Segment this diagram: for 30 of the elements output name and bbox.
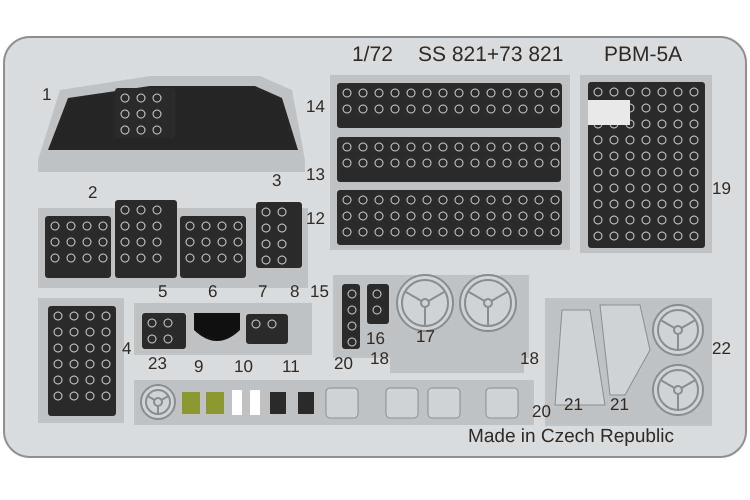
part-number: 14 xyxy=(306,98,325,115)
part-number: 18 xyxy=(370,350,389,367)
part-number: 12 xyxy=(306,210,325,227)
origin-note: Made in Czech Republic xyxy=(468,427,674,446)
title-text: SS 821+73 821 xyxy=(418,44,564,65)
part-number: 18 xyxy=(520,350,539,367)
part-number: 2 xyxy=(88,184,98,201)
part-number: 6 xyxy=(208,283,218,300)
part-number: 21 xyxy=(610,396,629,413)
part-number: 7 xyxy=(258,283,268,300)
part-number: 20 xyxy=(334,355,353,372)
part-number: 11 xyxy=(282,358,300,375)
part-number: 8 xyxy=(290,283,300,300)
part-number: 9 xyxy=(194,358,204,375)
part-number: 3 xyxy=(272,172,282,189)
title-text: PBM-5A xyxy=(604,44,682,65)
part-number: 1 xyxy=(42,86,52,103)
part-number: 10 xyxy=(234,358,253,375)
title-text: 1/72 xyxy=(352,44,393,65)
part-number: 20 xyxy=(532,403,551,420)
part-number: 21 xyxy=(564,396,583,413)
part-number: 5 xyxy=(158,283,168,300)
part-number: 19 xyxy=(712,180,731,197)
part-number: 13 xyxy=(306,166,325,183)
part-number: 15 xyxy=(310,283,329,300)
part-number: 4 xyxy=(122,340,132,357)
part-number: 22 xyxy=(712,340,731,357)
part-number: 16 xyxy=(366,330,385,347)
part-number: 17 xyxy=(416,328,435,345)
part-number: 23 xyxy=(148,355,167,372)
